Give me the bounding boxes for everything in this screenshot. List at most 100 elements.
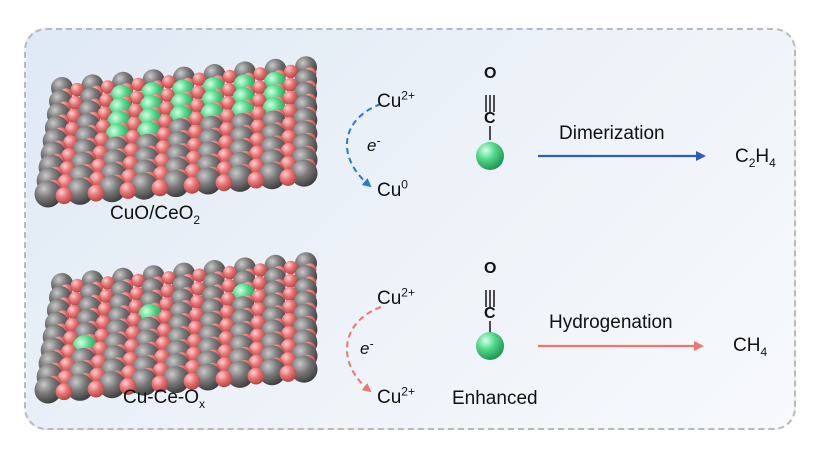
o-atom [283, 77, 298, 92]
o-atom [70, 278, 85, 293]
o-atom [55, 187, 73, 205]
o-atom [281, 116, 297, 133]
ce-atom [290, 355, 318, 383]
ce-atom [226, 164, 254, 192]
o-atom [189, 111, 204, 127]
o-atom [101, 276, 115, 290]
o-atom [130, 286, 144, 301]
o-atom [183, 372, 201, 390]
o-atom [119, 182, 137, 199]
o-atom [99, 93, 114, 108]
bottom-cu-final-state: Cu2+ [377, 384, 415, 408]
o-atom [282, 286, 298, 302]
ce-atom [34, 180, 62, 208]
bottom-surface-atom [476, 332, 504, 360]
ce-atom [98, 175, 126, 203]
top-carbon-label: C [484, 110, 496, 127]
bottom-co-adsorbate [476, 290, 504, 360]
ce-atom [66, 177, 94, 205]
cuo-ceo2-surface-model [34, 56, 318, 208]
o-atom [247, 367, 265, 385]
bottom-electron-arrow [345, 306, 382, 393]
o-atom [131, 77, 146, 92]
o-atom [282, 299, 298, 315]
o-atom [282, 103, 298, 119]
o-atom [279, 365, 297, 382]
o-atom [252, 276, 267, 291]
ce-atom [258, 162, 286, 190]
top-product-label: C2H4 [735, 146, 776, 170]
ce-atom [194, 363, 222, 391]
o-atom [192, 72, 207, 87]
ce-atom [194, 167, 222, 195]
dimerization-label: Dimerization [559, 123, 665, 144]
enhanced-label: Enhanced [452, 388, 538, 409]
o-atom [282, 90, 298, 106]
o-atom [247, 171, 265, 189]
top-surface-atom [476, 142, 504, 170]
bottom-catalyst-label: Cu-Ce-Ox [123, 387, 206, 411]
o-atom [101, 80, 115, 94]
o-atom [281, 312, 297, 329]
o-atom [87, 184, 105, 202]
ce-atom [226, 360, 254, 388]
o-atom [159, 101, 174, 116]
o-atom [68, 291, 83, 306]
o-atom [99, 289, 114, 304]
o-atom [223, 69, 237, 84]
o-atom [55, 383, 73, 401]
o-atom [162, 75, 176, 89]
o-atom [252, 93, 267, 108]
top-oxygen-label: O [484, 65, 497, 82]
o-atom [222, 83, 236, 97]
top-catalyst-label: CuO/CeO2 [110, 203, 201, 227]
o-atom [190, 294, 205, 309]
o-atom [215, 370, 233, 388]
o-atom [191, 85, 206, 100]
o-atom [221, 96, 236, 111]
o-atom [192, 268, 207, 283]
o-atom [151, 375, 169, 393]
bottom-product-label: CH4 [733, 335, 768, 359]
o-atom [220, 109, 236, 124]
ce-atom [162, 366, 190, 394]
o-atom [251, 106, 267, 122]
top-cu-final-state: Cu0 [377, 177, 408, 201]
top-co-adsorbate [476, 95, 504, 170]
o-atom [279, 169, 297, 186]
o-atom [253, 67, 268, 81]
cu-ce-ox-surface-model [34, 252, 318, 404]
o-atom [130, 90, 144, 105]
o-atom [159, 297, 174, 312]
top-reduction-arrow [345, 103, 382, 188]
o-atom [252, 289, 267, 304]
ce-atom [34, 376, 62, 404]
top-cu-initial-state: Cu2+ [377, 88, 415, 112]
o-atom [87, 380, 105, 398]
ce-atom [66, 373, 94, 401]
hydrogenation-label: Hydrogenation [549, 312, 673, 333]
o-atom [222, 278, 236, 293]
o-atom [252, 80, 267, 95]
o-atom [223, 265, 237, 280]
o-atom [215, 174, 233, 192]
bottom-cu-initial-state: Cu2+ [377, 285, 415, 309]
o-atom [284, 64, 298, 79]
o-atom [70, 82, 85, 97]
ce-atom [98, 371, 126, 399]
ce-atom [162, 170, 190, 198]
ce-atom [290, 159, 318, 187]
ce-atom [130, 172, 158, 200]
o-atom [119, 378, 137, 395]
o-atom [151, 179, 169, 197]
o-atom [251, 302, 267, 318]
o-atom [191, 281, 206, 296]
o-atom [68, 96, 83, 110]
o-atom [253, 263, 268, 277]
ce-atom [258, 358, 286, 386]
o-atom [160, 88, 175, 103]
o-atom [220, 305, 236, 320]
o-atom [160, 284, 175, 299]
o-atom [131, 273, 146, 288]
o-atom [183, 176, 201, 194]
